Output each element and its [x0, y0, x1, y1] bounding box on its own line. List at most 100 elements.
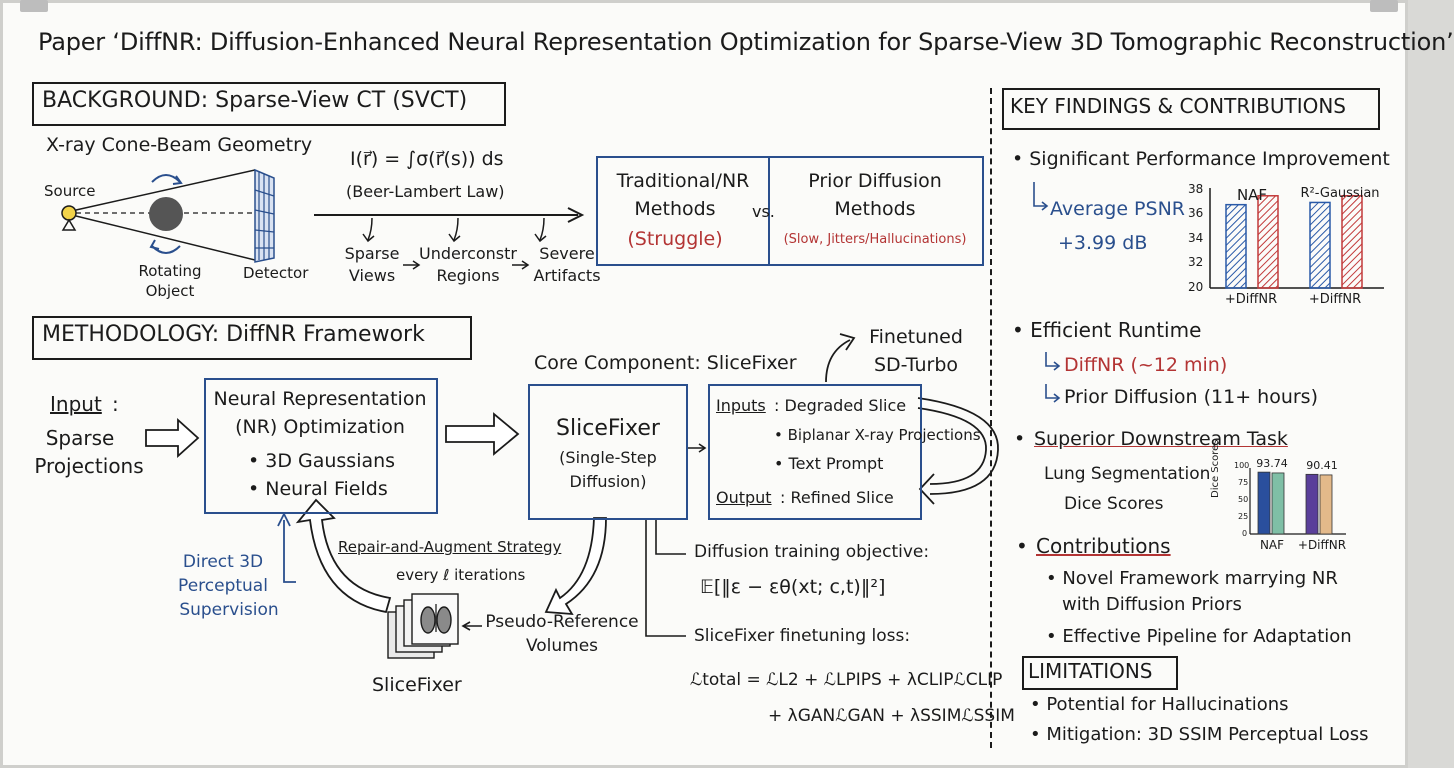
findings-heading: KEY FINDINGS & CONTRIBUTIONS	[1010, 94, 1347, 118]
dice-ytick-75: 75	[1238, 478, 1249, 487]
findings-heading-box	[1002, 88, 1380, 130]
dice-xtick-diffnr: +DiffNR	[1297, 538, 1347, 552]
dice-ytick-25: 25	[1238, 512, 1249, 521]
contrib-bullet: •	[1016, 534, 1028, 558]
io-box	[708, 384, 922, 520]
psnr-group-title-rgaussian: R²-Gaussian	[1300, 186, 1380, 201]
dice-bar	[1305, 473, 1319, 535]
slicefixer-sub-2: Diffusion)	[569, 472, 647, 491]
findings-arrows	[1033, 182, 1061, 403]
background-heading-box	[32, 82, 506, 126]
dice-ytick-100: 100	[1234, 461, 1250, 470]
object-label: Object	[145, 282, 195, 300]
page-title: Paper ‘DiffNR: Diffusion-Enhanced Neural…	[38, 28, 1454, 56]
limitation-1: • Potential for Hallucinations	[1030, 694, 1289, 715]
input-sparse: Sparse	[45, 426, 115, 450]
psnr-bar	[1225, 203, 1247, 289]
nr-title-1: Neural Representation	[213, 388, 427, 410]
direct-supervision-2: Perceptual	[178, 576, 268, 596]
io-output-label: Output	[716, 488, 772, 507]
repair-strategy: Repair-and-Augment Strategy	[338, 538, 562, 556]
every-iterations: every ℓ iterations	[396, 566, 526, 584]
input-label: Input	[50, 392, 102, 416]
psnr-ytick-36: 36	[1188, 206, 1204, 220]
input-colon: :	[112, 392, 119, 416]
io-output-text: : Refined Slice	[780, 488, 894, 507]
finetuning-loss-formula-1: ℒtotal = ℒL2 + ℒLPIPS + λCLIPℒCLIP	[690, 670, 1003, 690]
board-clip	[1370, 0, 1398, 12]
detector-label: Detector	[243, 264, 309, 282]
limitations-heading: LIMITATIONS	[1028, 659, 1153, 683]
finding-runtime: • Efficient Runtime	[1012, 318, 1202, 342]
compare-right-3: (Slow, Jitters/Hallucinations)	[783, 232, 967, 247]
runtime-diffnr: DiffNR (~12 min)	[1064, 354, 1228, 376]
dice-ytick-0: 0	[1242, 529, 1248, 538]
compare-vs: vs.	[752, 202, 775, 221]
finding-performance: • Significant Performance Improvement	[1012, 148, 1390, 170]
pseudo-ref-2: Volumes	[525, 636, 599, 656]
lung-seg-2: Dice Scores	[1064, 494, 1164, 514]
flow-regions: Regions	[436, 266, 500, 285]
methodology-arrows	[145, 333, 999, 659]
nr-title-2: (NR) Optimization	[235, 416, 405, 438]
runtime-prior: Prior Diffusion (11+ hours)	[1064, 386, 1318, 408]
dice-data-label-1: 93.74	[1256, 457, 1288, 470]
flow-sparse: Sparse	[344, 244, 400, 263]
board-clip	[20, 0, 48, 12]
psnr-ytick-32: 32	[1188, 255, 1204, 269]
psnr-gain: +3.99 dB	[1058, 232, 1148, 254]
contribution-1b: with Diffusion Priors	[1062, 594, 1242, 615]
psnr-bar-chart	[1209, 188, 1384, 289]
methodology-heading: METHODOLOGY: DiffNR Framework	[42, 322, 425, 347]
compare-box	[596, 156, 984, 266]
lung-seg-1: Lung Segmentation	[1044, 464, 1211, 484]
dice-bar-chart	[1249, 468, 1346, 535]
downstream-bullet: •	[1014, 428, 1026, 450]
io-bullet-biplanar: • Biplanar X-ray Projections	[774, 426, 981, 444]
diffusion-objective-formula: 𝔼[‖ε − εθ(xt; c,t)‖²]	[700, 576, 886, 598]
dice-bar	[1271, 472, 1285, 535]
slicefixer-sub-1: (Single-Step	[559, 448, 657, 467]
psnr-ytick-34: 34	[1188, 231, 1204, 245]
pseudo-ref-1: Pseudo-Reference	[485, 612, 639, 632]
direct-supervision-3: Supervision	[179, 600, 279, 620]
input-projections: Projections	[34, 454, 144, 478]
compare-divider	[768, 158, 770, 264]
finetuning-loss-formula-2: + λGANℒGAN + λSSIMℒSSIM	[768, 706, 1015, 726]
finetuning-loss-label: SliceFixer finetuning loss:	[694, 626, 911, 646]
compare-left-1: Traditional/NR	[616, 170, 750, 192]
beer-lambert-label: (Beer-Lambert Law)	[346, 182, 505, 201]
finetuned-label-2: SD-Turbo	[873, 354, 959, 376]
limitations-heading-box	[1022, 656, 1178, 690]
dice-ytick-50: 50	[1238, 495, 1249, 504]
cone-beam-diagram	[61, 168, 585, 270]
geometry-label: X-ray Cone-Beam Geometry	[46, 134, 313, 156]
diffusion-objective-label: Diffusion training objective:	[694, 542, 930, 562]
compare-right-1: Prior Diffusion	[808, 170, 942, 192]
slicefixer-title: SliceFixer	[556, 416, 660, 441]
rotating-label: Rotating	[138, 262, 202, 280]
dice-data-label-2: 90.41	[1306, 459, 1338, 472]
psnr-xtick-1: +DiffNR	[1224, 292, 1278, 307]
finding-downstream: Superior Downstream Task	[1034, 428, 1288, 450]
slicefixer-box	[528, 384, 688, 520]
compare-left-3: (Struggle)	[627, 228, 723, 250]
core-component-label: Core Component: SliceFixer	[534, 352, 797, 374]
nr-bullet-gaussians: • 3D Gaussians	[248, 450, 396, 472]
dice-bar	[1257, 471, 1271, 535]
psnr-xtick-2: +DiffNR	[1308, 292, 1362, 307]
limitation-2: • Mitigation: 3D SSIM Perceptual Loss	[1030, 724, 1369, 745]
slicefixer-bottom-label: SliceFixer	[372, 674, 462, 696]
contribution-2: • Effective Pipeline for Adaptation	[1046, 626, 1352, 647]
nr-box	[204, 378, 438, 514]
source-label: Source	[44, 182, 96, 200]
methodology-heading-box	[32, 316, 472, 360]
flow-underconstr: Underconstr	[419, 244, 517, 263]
flow-artifacts: Artifacts	[533, 266, 601, 285]
dice-bar	[1319, 474, 1333, 535]
nr-bullet-fields: • Neural Fields	[248, 478, 388, 500]
direct-supervision-1: Direct 3D	[182, 552, 264, 572]
average-psnr-label: Average PSNR	[1050, 198, 1185, 220]
flow-severe: Severe	[539, 244, 595, 263]
